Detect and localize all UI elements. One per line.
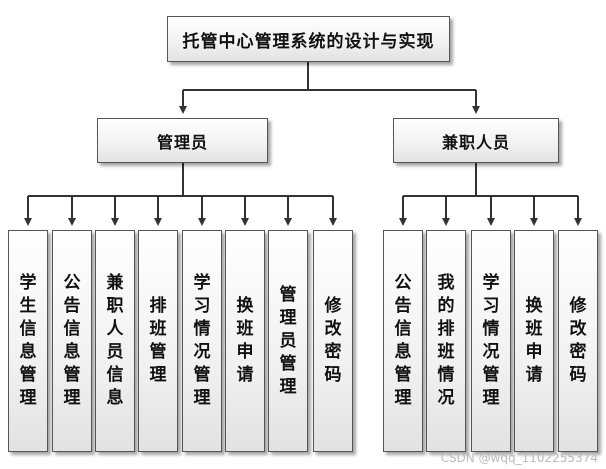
leaf-label: 管理员管理 [279,284,297,397]
node-admin-label: 管理员 [156,132,208,152]
leaf-admin-7: 修改密码 [313,230,353,452]
leaf-admin-3: 排班管理 [138,230,178,452]
leaf-admin-2: 兼职人员信息 [95,230,135,452]
leaf-label: 公告信息管理 [63,273,81,408]
watermark: CSDN @wqq_1102255374 [440,451,598,465]
root-node: 托管中心管理系统的设计与实现 [167,16,450,62]
leaf-staff-2: 学习情况管理 [471,230,511,452]
leaf-admin-1: 公告信息管理 [52,230,92,452]
leaf-staff-0: 公告信息管理 [383,230,423,452]
leaf-admin-0: 学生信息管理 [8,230,48,452]
leaf-label: 排班管理 [149,296,167,385]
leaf-label: 我的排班情况 [437,273,455,408]
leaf-admin-6: 管理员管理 [268,230,308,452]
leaf-label: 换班申请 [236,296,254,385]
leaf-label: 学生信息管理 [19,273,37,408]
leaf-admin-4: 学习情况管理 [182,230,222,452]
leaf-label: 换班申请 [525,296,543,385]
node-admin: 管理员 [97,118,268,163]
leaf-staff-4: 修改密码 [558,230,598,452]
root-label: 托管中心管理系统的设计与实现 [182,31,435,52]
leaf-label: 学习情况管理 [193,273,211,408]
leaf-label: 公告信息管理 [394,273,412,408]
leaf-staff-3: 换班申请 [514,230,554,452]
leaf-staff-1: 我的排班情况 [426,230,466,452]
node-part-time-staff-label: 兼职人员 [441,132,510,152]
leaf-label: 兼职人员信息 [106,273,124,408]
leaf-label: 修改密码 [324,296,342,385]
node-part-time-staff: 兼职人员 [393,118,559,163]
leaf-label: 学习情况管理 [482,273,500,408]
leaf-admin-5: 换班申请 [225,230,265,452]
leaf-label: 修改密码 [569,296,587,385]
